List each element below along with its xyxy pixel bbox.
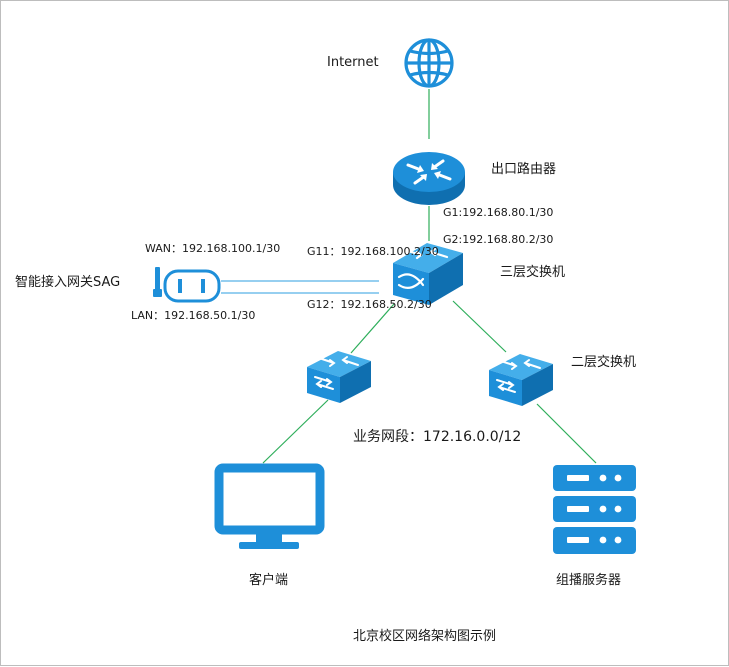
link-l3-switch-l2-switch	[452, 300, 507, 353]
monitor-icon	[214, 463, 325, 549]
server-label: 组播服务器	[556, 573, 622, 588]
layer3-switch-icon	[393, 243, 463, 305]
l3-g2-label: G2:192.168.80.2/30	[443, 233, 554, 246]
server-icon	[553, 465, 636, 554]
router-icon	[393, 152, 465, 205]
l3-g11-label: G11：192.168.100.2/30	[307, 245, 439, 258]
sag-gateway-icon	[153, 267, 221, 303]
layer2-switch-icon	[489, 354, 553, 406]
l3-switch-label: 三层交换机	[500, 265, 566, 280]
link-l2-switch-server	[536, 403, 597, 464]
diagram-caption: 北京校区网络架构图示例	[353, 629, 497, 644]
links	[221, 89, 597, 464]
link-left-switch-client	[262, 399, 329, 464]
l2-switch-label: 二层交换机	[571, 355, 637, 370]
access-switch-icon	[307, 351, 371, 403]
link-l3-switch-left-switch	[350, 303, 395, 354]
internet-label: Internet	[327, 55, 379, 70]
router-label: 出口路由器	[491, 162, 557, 177]
l3-g12-label: G12：192.168.50.2/30	[307, 298, 432, 311]
client-label: 客户端	[249, 573, 289, 588]
sag-label: 智能接入网关SAG	[15, 275, 121, 290]
sag-wan-label: WAN：192.168.100.1/30	[145, 242, 281, 255]
business-segment-label: 业务网段：172.16.0.0/12	[353, 429, 522, 445]
sag-lan-label: LAN：192.168.50.1/30	[131, 309, 256, 322]
globe-icon	[404, 38, 454, 88]
router-g1-label: G1:192.168.80.1/30	[443, 206, 554, 219]
